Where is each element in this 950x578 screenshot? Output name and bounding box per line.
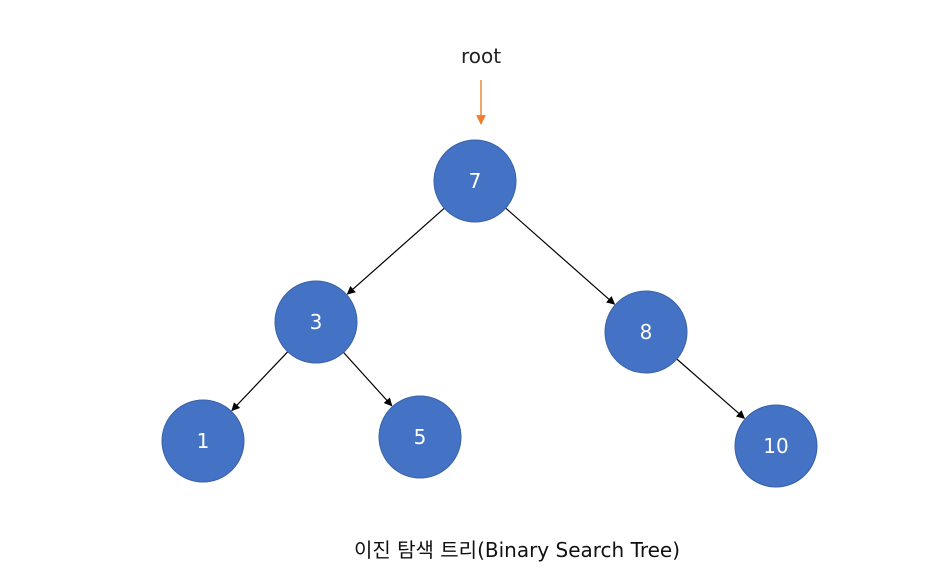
edge-3-to-5 xyxy=(343,351,393,407)
node-circle xyxy=(161,399,245,483)
node-label: 8 xyxy=(640,320,653,344)
node-label: 1 xyxy=(197,429,210,453)
tree-node-3: 3 xyxy=(274,280,358,364)
node-label: 10 xyxy=(763,434,788,458)
node-circle xyxy=(433,139,517,223)
node-circle xyxy=(604,290,688,374)
node-circle xyxy=(378,395,462,479)
tree-node-7: 7 xyxy=(433,139,517,223)
node-label: 3 xyxy=(310,310,323,334)
tree-node-5: 5 xyxy=(378,395,462,479)
tree-node-10: 10 xyxy=(734,404,818,488)
edge-8-to-10 xyxy=(676,358,746,419)
node-circle xyxy=(734,404,818,488)
diagram-caption: 이진 탐색 트리(Binary Search Tree) xyxy=(354,538,680,562)
tree-node-1: 1 xyxy=(161,399,245,483)
nodes: 7 3 8 1 5 10 xyxy=(161,139,818,488)
edge-7-to-8 xyxy=(505,207,616,305)
tree-node-8: 8 xyxy=(604,290,688,374)
node-circle xyxy=(274,280,358,364)
edge-3-to-1 xyxy=(231,351,289,412)
node-label: 5 xyxy=(414,425,427,449)
root-label: root xyxy=(461,44,501,68)
edge-7-to-3 xyxy=(346,207,445,295)
edges xyxy=(231,207,746,419)
node-label: 7 xyxy=(469,169,482,193)
